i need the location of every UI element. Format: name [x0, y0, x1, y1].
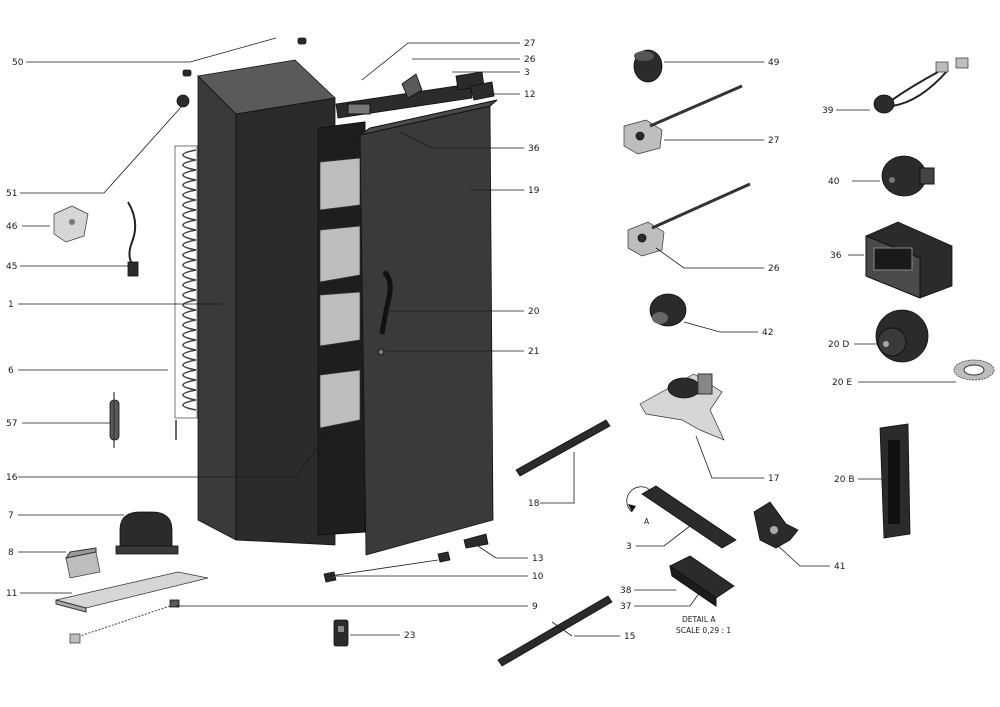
- label-37: 37: [620, 602, 631, 612]
- label-3a: 3: [524, 68, 530, 78]
- leader-lines: [18, 42, 956, 637]
- label-19: 19: [528, 186, 540, 196]
- part-36-display: [865, 221, 953, 299]
- detail-marker: A: [644, 517, 650, 526]
- part-20d-knob: [875, 309, 929, 363]
- part-41-bracket: [753, 501, 799, 549]
- label-45: 45: [6, 262, 17, 272]
- label-49: 49: [768, 58, 780, 68]
- condenser-coil: [174, 145, 198, 440]
- cabinet-body: [197, 59, 366, 546]
- label-6: 6: [8, 366, 14, 376]
- shelves: [319, 157, 361, 429]
- part-27-thermostat: [623, 84, 743, 155]
- label-17: 17: [768, 474, 779, 484]
- part-39-lamp-holder: [873, 57, 969, 114]
- part-11-tray: [55, 571, 209, 613]
- label-20b: 20 B: [834, 475, 855, 485]
- label-21: 21: [528, 347, 539, 357]
- part-15-bar: [497, 595, 613, 667]
- part-20e-ring: [953, 359, 995, 381]
- label-42: 42: [762, 328, 773, 338]
- label-38: 38: [620, 586, 632, 596]
- part-42-knob: [649, 293, 687, 327]
- part-18-strip: [515, 419, 611, 477]
- label-11: 11: [6, 589, 17, 599]
- part-20b-handle: [879, 423, 911, 539]
- label-50: 50: [12, 58, 24, 68]
- label-8: 8: [8, 548, 14, 558]
- detail-a-bar: A: [626, 485, 737, 549]
- detail-scale: SCALE 0,29 : 1: [676, 626, 731, 635]
- label-41: 41: [834, 562, 845, 572]
- label-9: 9: [532, 602, 538, 612]
- label-12: 12: [524, 90, 535, 100]
- label-57: 57: [6, 419, 17, 429]
- part-45-cord: [127, 201, 139, 277]
- label-20d: 20 D: [828, 340, 849, 350]
- part-40-switch: [881, 155, 935, 197]
- label-20: 20: [528, 307, 540, 317]
- part-57-drier: [109, 392, 120, 448]
- label-10: 10: [532, 572, 544, 582]
- part-46-relay: [53, 205, 89, 243]
- label-46: 46: [6, 222, 18, 232]
- label-40: 40: [828, 177, 840, 187]
- label-13: 13: [532, 554, 543, 564]
- label-18: 18: [528, 499, 540, 509]
- label-23: 23: [404, 631, 415, 641]
- label-16: 16: [6, 473, 18, 483]
- part-9-cable: [69, 599, 180, 644]
- label-20e: 20 E: [832, 378, 852, 388]
- door-handle: [379, 270, 393, 335]
- part-17-bracket: [639, 373, 725, 441]
- label-51: 51: [6, 189, 17, 199]
- label-39: 39: [822, 106, 834, 116]
- label-26b: 26: [768, 264, 780, 274]
- part-7-compressor: [115, 511, 179, 555]
- label-15: 15: [624, 632, 635, 642]
- door: [359, 99, 498, 556]
- part-51-cap: [176, 94, 190, 108]
- label-27a: 27: [524, 39, 535, 49]
- label-36b: 36: [830, 251, 842, 261]
- part-10-feet: [323, 533, 489, 583]
- top-small-parts: [176, 37, 307, 108]
- label-7: 7: [8, 511, 14, 521]
- label-26a: 26: [524, 55, 536, 65]
- part-37-38-profile: [669, 555, 735, 607]
- part-49-grommet: [633, 49, 663, 83]
- part-23-hinge: [333, 619, 349, 647]
- top-control-panel: [335, 71, 495, 119]
- part-26-thermostat: [627, 182, 751, 257]
- label-3b: 3: [626, 542, 632, 552]
- part-labels: 50 51 46 45 1 6 57 16 7 8 11 27 26 3 12 …: [6, 39, 855, 642]
- label-36a: 36: [528, 144, 540, 154]
- detail-title: DETAIL A: [682, 615, 716, 624]
- part-8-box: [64, 547, 101, 579]
- label-27b: 27: [768, 136, 779, 146]
- label-1: 1: [8, 300, 14, 310]
